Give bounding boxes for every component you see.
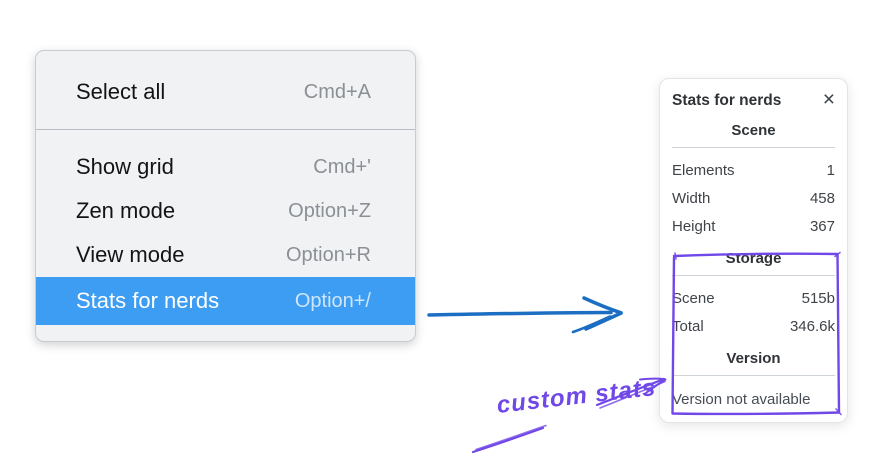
- stat-label: Scene: [672, 289, 715, 307]
- menu-item-show-grid[interactable]: Show grid Cmd+': [36, 145, 415, 189]
- stat-label: Height: [672, 217, 716, 235]
- section-divider: [672, 147, 835, 148]
- section-header: Storage: [725, 250, 782, 267]
- stats-panel-title: Stats for nerds: [672, 92, 782, 109]
- stat-label: Width: [672, 189, 711, 207]
- close-icon[interactable]: ×: [822, 88, 835, 111]
- section-divider: [672, 375, 835, 376]
- menu-item-label: Select all: [76, 79, 166, 104]
- stat-label: Total: [672, 317, 704, 335]
- stat-value: 458: [809, 189, 835, 207]
- stat-value: 346.6k: [789, 317, 835, 335]
- menu-item-shortcut: Option+/: [294, 289, 371, 312]
- menu-item-shortcut: Option+Z: [288, 199, 371, 222]
- annotation-label: custom stats: [495, 373, 658, 419]
- menu-item-view-mode[interactable]: View mode Option+R: [36, 233, 415, 277]
- stat-value: 515b: [801, 289, 835, 307]
- blue-arrow: [427, 296, 623, 334]
- stats-panel-header: Stats for nerds ×: [672, 88, 835, 111]
- menu-item-select-all[interactable]: Select all Cmd+A: [36, 70, 415, 114]
- stat-row-scene-size: Scene 515b: [672, 284, 835, 312]
- menu-item-shortcut: Option+R: [285, 243, 371, 266]
- section-version: Version Version not available: [672, 350, 835, 410]
- menu-item-label: Stats for nerds: [76, 288, 220, 313]
- stat-row-elements: Elements 1: [672, 156, 835, 184]
- section-divider: [672, 275, 835, 276]
- context-menu: Select all Cmd+A Show grid Cmd+' Zen mod…: [35, 50, 416, 342]
- version-note: Version not available: [672, 391, 811, 408]
- menu-item-zen-mode[interactable]: Zen mode Option+Z: [36, 189, 415, 233]
- menu-separator: [36, 129, 415, 130]
- menu-item-label: Zen mode: [76, 198, 176, 223]
- section-header: Version: [726, 350, 781, 367]
- stats-panel: Stats for nerds × Scene Elements 1 Width…: [659, 78, 848, 423]
- stat-row-total-size: Total 346.6k: [672, 312, 835, 340]
- section-storage: Storage Scene 515b Total 346.6k: [672, 250, 835, 340]
- stat-row-height: Height 367: [672, 212, 835, 240]
- menu-item-label: Show grid: [76, 154, 174, 179]
- menu-item-shortcut: Cmd+A: [303, 80, 371, 103]
- menu-item-label: View mode: [76, 242, 185, 267]
- menu-item-stats-for-nerds[interactable]: Stats for nerds Option+/: [36, 277, 415, 325]
- stat-label: Elements: [672, 161, 735, 179]
- menu-item-shortcut: Cmd+': [313, 155, 371, 178]
- section-scene: Scene Elements 1 Width 458 Height 367: [672, 122, 835, 240]
- stat-row-width: Width 458: [672, 184, 835, 212]
- section-header: Scene: [731, 122, 776, 139]
- stat-value: 367: [809, 217, 835, 235]
- stat-value: 1: [826, 161, 835, 179]
